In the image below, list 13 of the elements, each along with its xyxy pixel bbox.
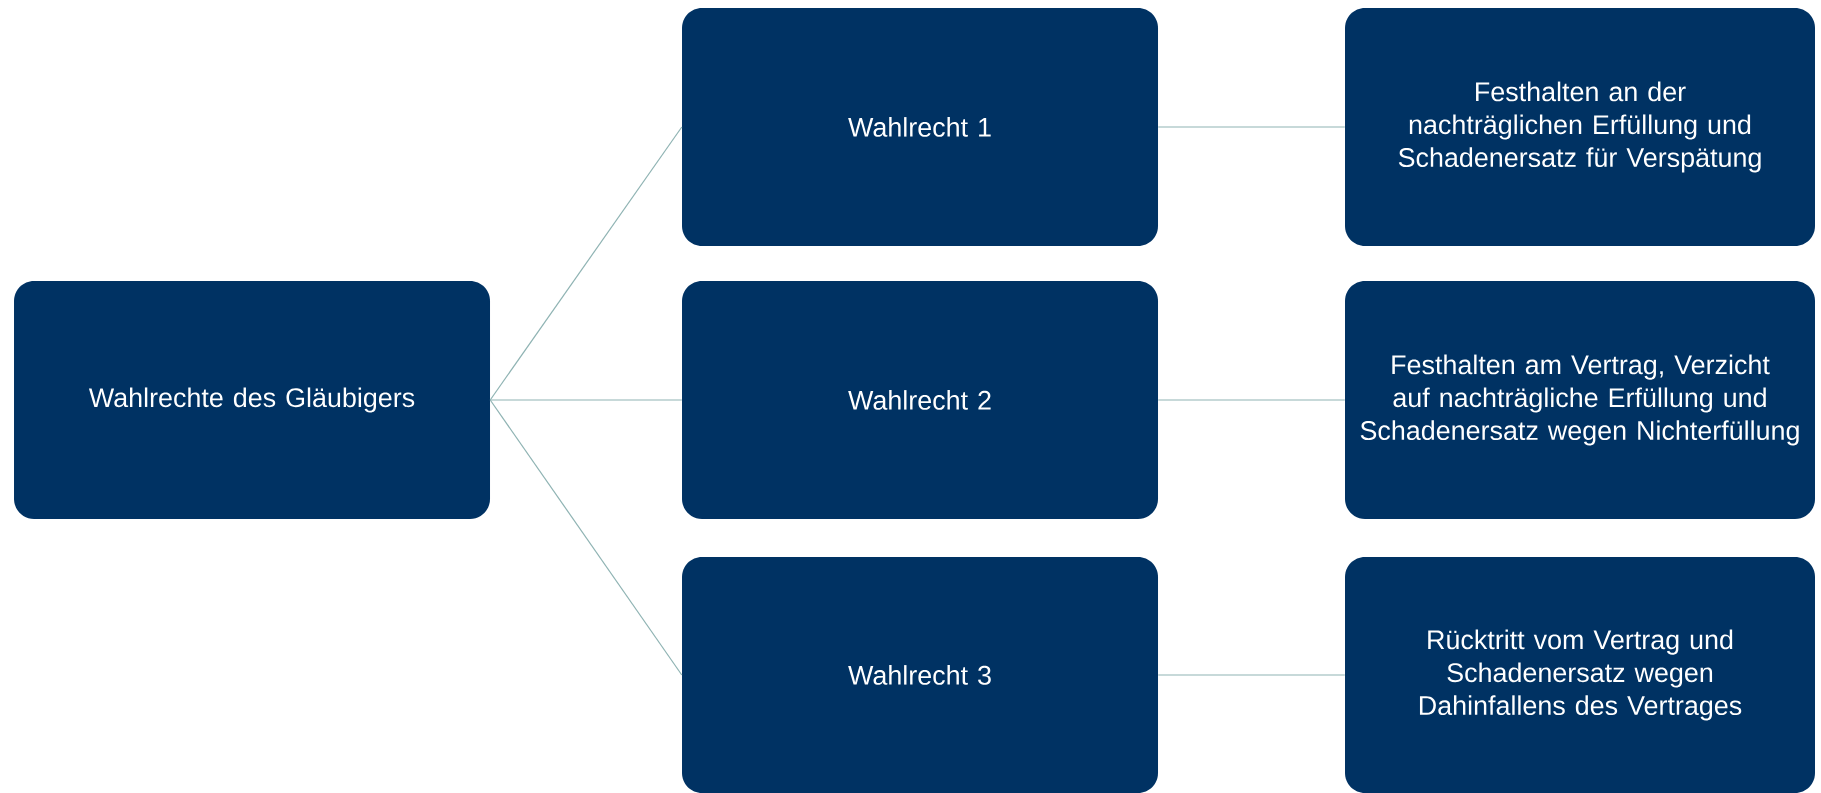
process-box: Wahlrecht 1 xyxy=(682,8,1158,246)
connector-line xyxy=(489,399,683,401)
process-box: Wahlrecht 2 xyxy=(682,281,1158,519)
process-box: Wahlrechte des Gläubigers xyxy=(14,281,490,519)
connector-line xyxy=(489,126,683,401)
process-box: Rücktritt vom Vertrag und Schadenersatz wegen Dahinfallens des Vertrages xyxy=(1345,557,1815,793)
connector-line xyxy=(489,399,683,676)
process-box: Wahlrecht 3 xyxy=(682,557,1158,793)
connector-line xyxy=(1157,399,1346,401)
process-box: Festhalten an der nachträglichen Erfüllung und Schadenersatz für Verspätung xyxy=(1345,8,1815,246)
process-box: Festhalten am Vertrag, Verzicht auf nachträgliche Erfüllung und Schadenersatz wegen Nichterfüllung xyxy=(1345,281,1815,519)
connector-line xyxy=(1157,674,1346,676)
connector-line xyxy=(1157,126,1346,128)
